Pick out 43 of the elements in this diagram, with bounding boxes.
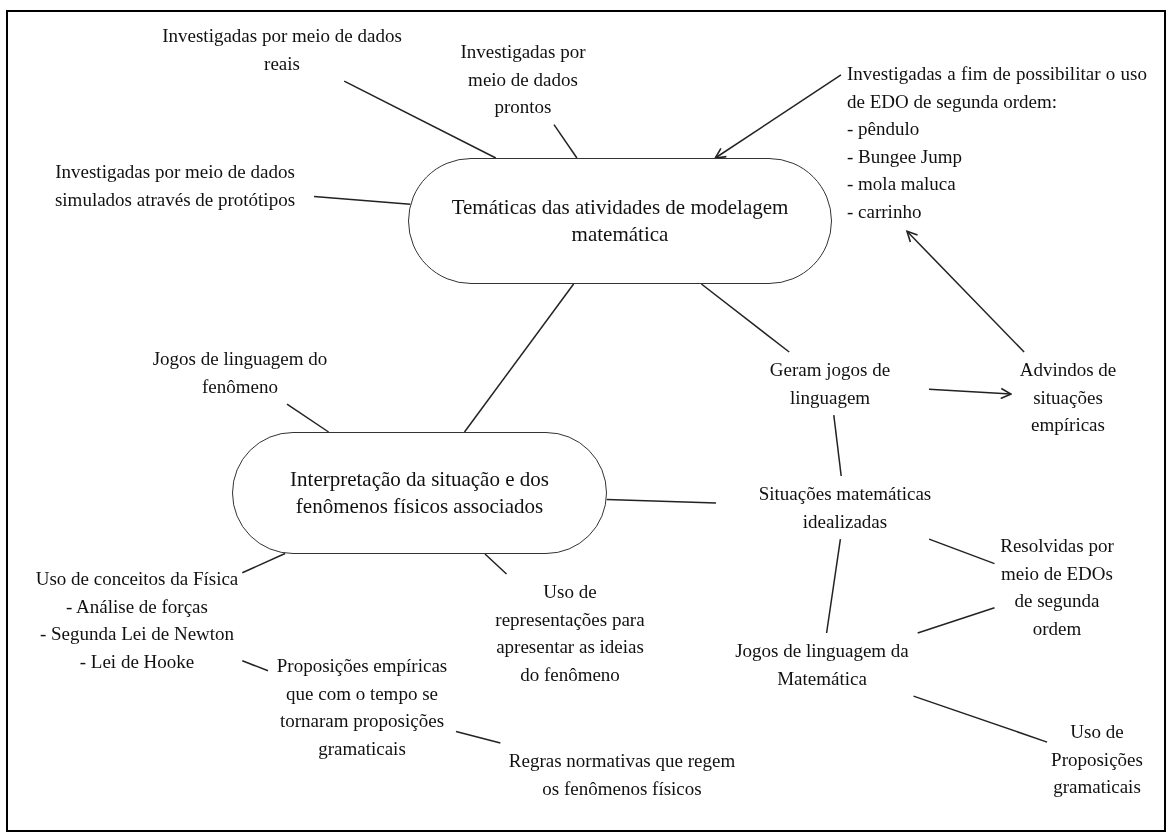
node-label: Jogos de linguagem do fenômeno	[115, 345, 365, 401]
list-item: - Lei de Hooke	[78, 649, 196, 674]
node-label: Resolvidas por meio de EDOs de segunda ordem	[998, 532, 1116, 643]
node-label: Investigadas por meio de dados reais	[162, 22, 402, 78]
node-label: Uso de representações para apresentar as ideias do fenômeno	[495, 578, 645, 689]
arrow	[714, 74, 842, 159]
list-item: - Bungee Jump	[847, 144, 964, 169]
connector-line	[916, 606, 996, 634]
node-label: Proposições empíricas que com o tempo se tornaram proposições gramaticais	[272, 652, 452, 763]
node-label: Uso de Proposições gramaticais	[1051, 718, 1143, 801]
node-label: Regras normativas que regem os fenômenos físicos	[502, 747, 742, 803]
node-heading: Investigadas a fim de possibilitar o uso de EDO de segunda ordem:	[847, 62, 1147, 114]
node-label: Jogos de linguagem da Matemática	[697, 637, 947, 693]
connector-line	[241, 552, 286, 574]
rounded-node: Interpretação da situação e dos fenômenos físicos associados	[232, 432, 607, 554]
connector-line	[912, 695, 1048, 743]
connector-line	[463, 283, 575, 433]
list-item: - pêndulo	[847, 117, 921, 142]
list-item: - mola maluca	[847, 172, 957, 197]
list-item: - Análise de forças	[65, 594, 209, 619]
connector-line	[484, 553, 508, 575]
connector-line	[241, 660, 269, 672]
connector-line	[833, 414, 842, 477]
connector-line	[700, 283, 790, 353]
arrow	[906, 230, 1025, 353]
node-label: Advindos de situações empíricas	[1015, 356, 1121, 439]
connector-line	[928, 538, 996, 565]
connector-line	[553, 123, 578, 159]
rounded-node: Temáticas das atividades de modelagem matemática	[408, 158, 832, 284]
node-label: Geram jogos de linguagem	[735, 356, 925, 412]
connector-line	[313, 195, 412, 206]
arrow	[928, 387, 1012, 400]
connector-line	[286, 403, 330, 433]
connector-line	[825, 538, 842, 634]
connector-line	[455, 730, 502, 744]
node-label: Investigadas por meio de dados prontos	[443, 38, 603, 121]
list-item: - Segunda Lei de Newton	[38, 622, 236, 647]
connector-line	[343, 80, 497, 159]
node-heading: Uso de conceitos da Física	[35, 567, 239, 591]
connector-line	[605, 498, 717, 504]
node-label: Investigadas por meio de dados simulados através de protótipos	[40, 158, 310, 214]
list-item: - carrinho	[847, 199, 923, 224]
node-label: Situações matemáticas idealizadas	[720, 480, 970, 536]
